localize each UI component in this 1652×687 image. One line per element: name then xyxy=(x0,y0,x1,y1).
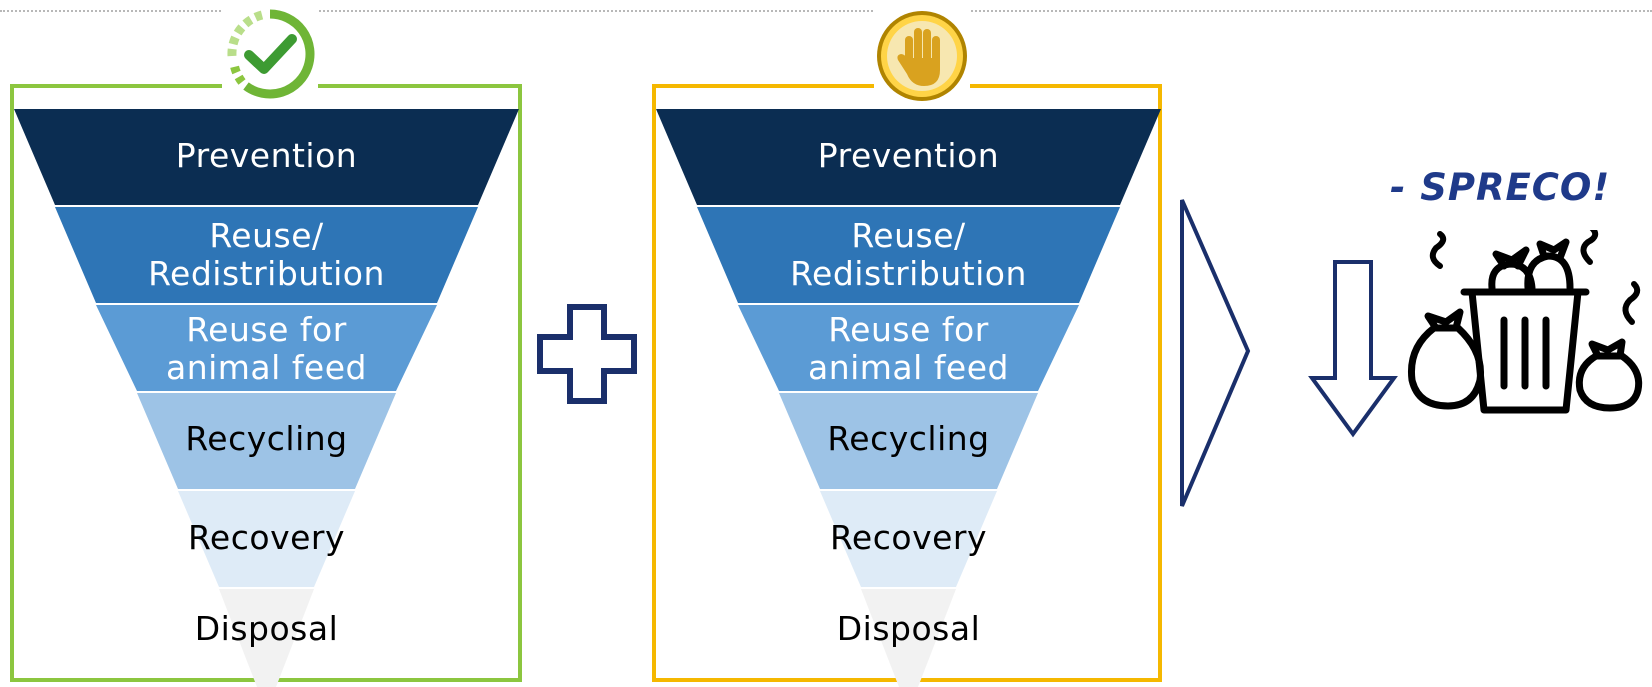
level-label-text: Reuse/ Redistribution xyxy=(790,216,1027,293)
level-recycling-band xyxy=(779,393,1038,489)
dotted-top-divider xyxy=(0,10,1652,12)
down-arrow-icon xyxy=(1308,258,1398,442)
level-label: Prevention xyxy=(175,136,358,175)
level-recovery-band xyxy=(820,491,997,587)
level-label: Recovery xyxy=(187,518,345,557)
level-label: Recycling xyxy=(185,419,348,458)
level-prevention-band xyxy=(656,109,1161,205)
level-reuse-band xyxy=(55,207,478,303)
level-label-text: Reuse for animal feed xyxy=(807,310,1009,387)
plus-icon xyxy=(536,303,638,409)
level-label: Reuse for animal feed xyxy=(656,311,1161,387)
level-label: Prevention xyxy=(817,136,1000,175)
level-label: Disposal xyxy=(194,609,339,648)
level-label: Reuse/ Redistribution xyxy=(656,217,1161,293)
level-label: Reuse/ Redistribution xyxy=(14,217,519,293)
level-disposal-band xyxy=(861,589,956,687)
level-animal-feed-band xyxy=(738,305,1079,391)
stop-badge xyxy=(874,8,970,108)
stop-hand-icon xyxy=(874,8,970,104)
level-recycling-band xyxy=(137,393,396,489)
level-reuse-band xyxy=(697,207,1120,303)
level-label: Reuse for animal feed xyxy=(14,311,519,387)
waste-hierarchy-funnel-left: Prevention Reuse/ Redistribution Reuse f… xyxy=(14,109,519,687)
level-recovery-band xyxy=(178,491,355,587)
check-badge xyxy=(222,6,318,106)
level-label: Disposal xyxy=(836,609,981,648)
level-label: Recycling xyxy=(827,419,990,458)
level-label-text: Reuse/ Redistribution xyxy=(148,216,385,293)
result-label: - SPRECO! xyxy=(1390,166,1611,209)
chevron-right-icon xyxy=(1178,196,1254,516)
level-disposal-band xyxy=(219,589,314,687)
level-animal-feed-band xyxy=(96,305,437,391)
level-prevention-band xyxy=(14,109,519,205)
trash-bin-icon xyxy=(1400,225,1650,434)
check-icon xyxy=(222,6,318,102)
level-label: Recovery xyxy=(829,518,987,557)
waste-hierarchy-funnel-right: Prevention Reuse/ Redistribution Reuse f… xyxy=(656,109,1161,687)
level-label-text: Reuse for animal feed xyxy=(165,310,367,387)
